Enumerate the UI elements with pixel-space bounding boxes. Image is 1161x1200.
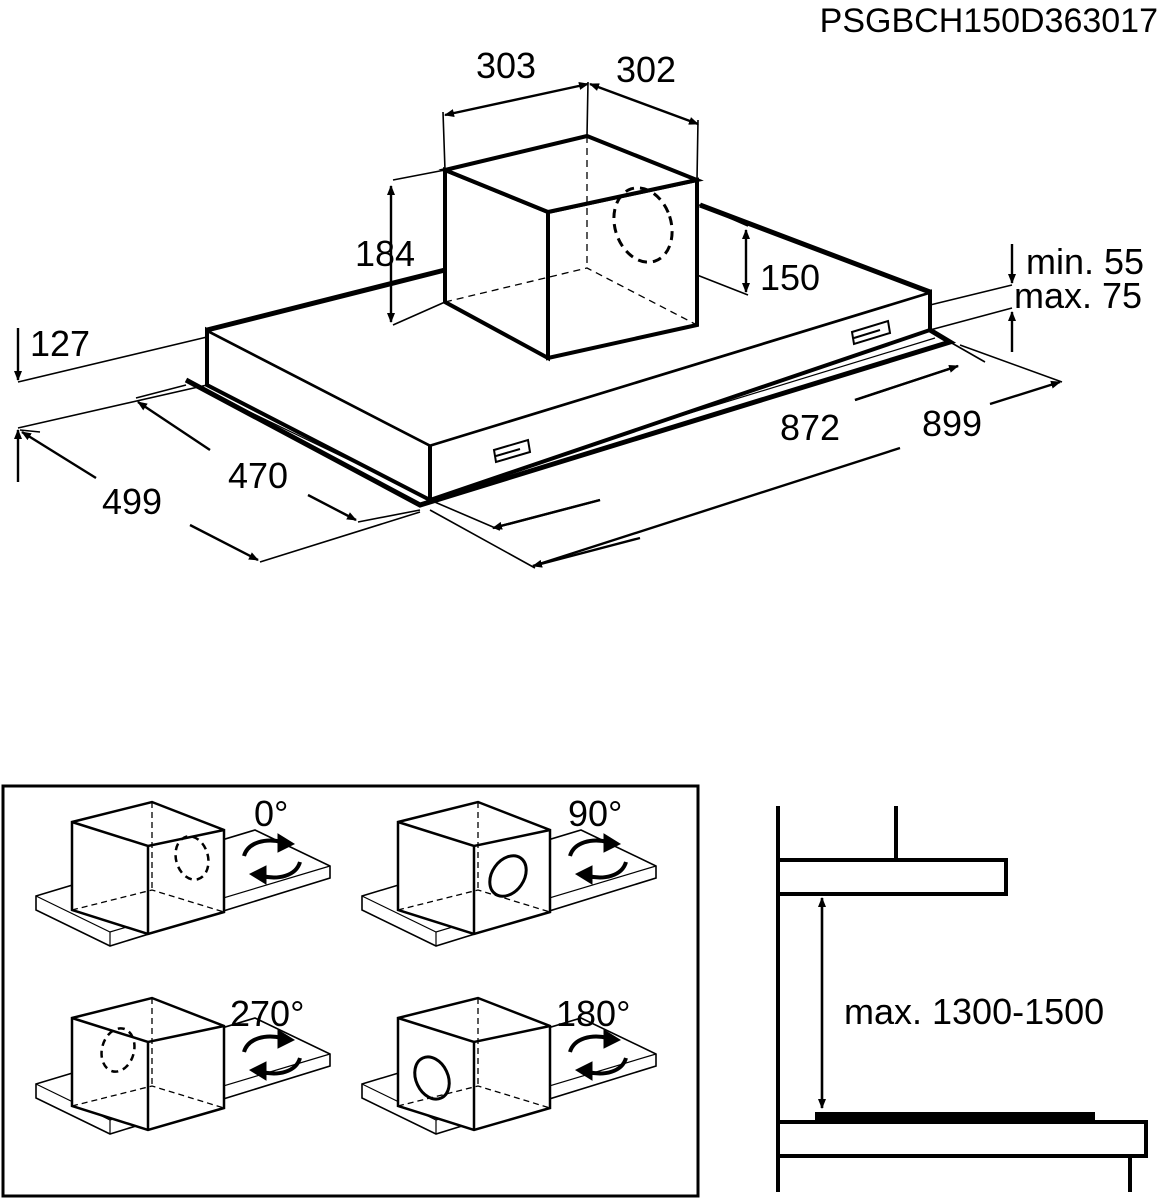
dim-302: 302 bbox=[616, 49, 676, 90]
dim-184: 184 bbox=[355, 233, 415, 274]
hob-surface bbox=[815, 1112, 1095, 1122]
dimension-lines bbox=[14, 81, 1063, 569]
mounting-height-diagram bbox=[776, 806, 1148, 1192]
side-handle bbox=[850, 319, 892, 346]
dimension-labels: 303 302 184 150 127 min. 55 max. 75 872 … bbox=[30, 45, 1144, 522]
rotation-270 bbox=[35, 996, 331, 1135]
model-code: PSGBCH150D363017 bbox=[820, 2, 1158, 40]
rotation-90 bbox=[361, 800, 657, 947]
dim-150: 150 bbox=[760, 257, 820, 298]
angle-270: 270° bbox=[230, 993, 304, 1034]
dim-499: 499 bbox=[102, 481, 162, 522]
dim-303: 303 bbox=[476, 45, 536, 86]
rotation-0 bbox=[35, 800, 331, 947]
rotation-panel bbox=[1, 784, 700, 1198]
dim-min: min. 55 bbox=[1026, 241, 1144, 282]
angle-180: 180° bbox=[556, 993, 630, 1034]
front-handle bbox=[492, 438, 532, 464]
dim-872: 872 bbox=[780, 407, 840, 448]
dim-max: max. 75 bbox=[1014, 275, 1142, 316]
angle-90: 90° bbox=[568, 793, 622, 834]
rotation-180 bbox=[361, 996, 657, 1135]
dim-899: 899 bbox=[922, 403, 982, 444]
max-height-label: max. 1300-1500 bbox=[844, 991, 1104, 1032]
canopy-rim bbox=[184, 327, 957, 508]
angle-0: 0° bbox=[254, 793, 288, 834]
worktop bbox=[776, 1120, 1148, 1158]
main-hood-drawing bbox=[184, 133, 957, 508]
dim-127: 127 bbox=[30, 323, 90, 364]
outlet-hole bbox=[612, 186, 674, 264]
hood-profile bbox=[776, 858, 1008, 896]
dim-470: 470 bbox=[228, 455, 288, 496]
